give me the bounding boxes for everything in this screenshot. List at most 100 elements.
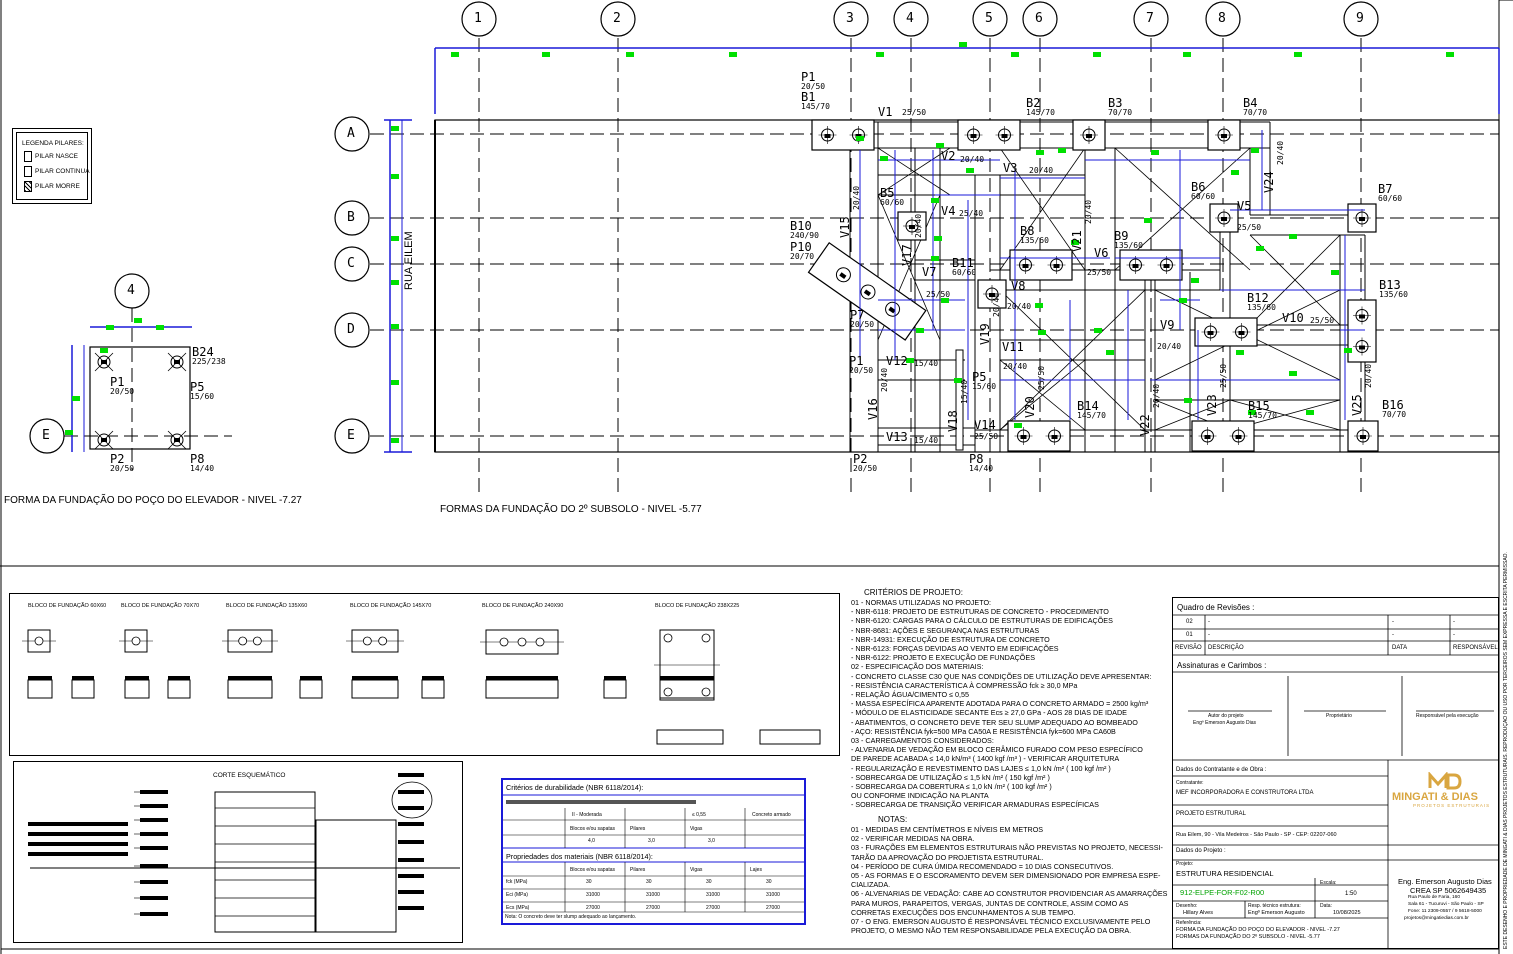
- schematic-label-bar: [398, 840, 424, 844]
- axis-col-label: 4: [906, 11, 914, 26]
- detail-pile: [535, 637, 545, 647]
- green-marker: [1183, 52, 1191, 57]
- schematic-label-bar: [28, 842, 128, 846]
- project-value: ESTRUTURA RESIDENCIAL: [1176, 869, 1274, 878]
- schematic-label-bar: [140, 880, 168, 884]
- schematic-label-bar: [140, 818, 168, 822]
- table-note: Nota: O concreto deve ter slump adequado…: [505, 914, 637, 920]
- table-cell: Vigas: [690, 826, 703, 832]
- green-marker: [1344, 348, 1352, 353]
- green-marker: [391, 280, 399, 285]
- axis-col-label: 3: [846, 11, 854, 26]
- beam-size: 20/40: [1276, 140, 1285, 165]
- beam-size: 25/50: [1219, 363, 1228, 388]
- detail-section-band: [28, 676, 52, 680]
- block-size: 225/238: [192, 357, 226, 366]
- green-marker: [1058, 148, 1066, 153]
- beam-size: 25/50: [926, 290, 951, 299]
- beam-size: 15/40: [914, 436, 939, 445]
- schematic-label-bar: [140, 912, 168, 916]
- block-size: 15/60: [972, 382, 997, 391]
- detail-pile: [34, 636, 44, 646]
- block-size: 15/60: [190, 392, 215, 401]
- schematic-label-bar: [140, 864, 168, 868]
- block-size: 14/40: [969, 464, 994, 473]
- beam-size: 20/40: [1007, 302, 1032, 311]
- green-marker: [1191, 278, 1199, 283]
- block-label: B8: [1020, 224, 1035, 238]
- schematic-label-bar: [28, 832, 128, 836]
- pillar-mark: [888, 306, 896, 314]
- beam-size: 15/40: [960, 379, 969, 404]
- contact-line: Sala 61 - Tucuruvi - São Paulo - SP: [1408, 902, 1484, 907]
- contact-line: projetos@mingatiedias.com.br: [1404, 916, 1469, 921]
- signature-caption: Proprietário: [1326, 713, 1352, 719]
- schematic-label-bar: [140, 804, 168, 808]
- drawn-value: Hillary Alves: [1183, 910, 1213, 916]
- slab-diagonal: [1154, 399, 1231, 431]
- detail-section: [759, 729, 821, 745]
- detail-pile: [131, 636, 141, 646]
- axis-bubble: [334, 312, 370, 348]
- axis-bubble: [1205, 1, 1241, 37]
- beam-size: 15/40: [914, 359, 939, 368]
- block-label: P1: [849, 354, 864, 368]
- schematic-label-bar: [140, 832, 168, 836]
- block-label: B6: [1191, 180, 1206, 194]
- axis-col-label: 6: [1035, 11, 1043, 26]
- owner-title: Dados do Contratante e de Obra :: [1176, 767, 1267, 773]
- green-marker: [391, 174, 399, 179]
- beam-label: V1: [878, 105, 893, 119]
- axis-bubble: [600, 1, 636, 37]
- criteria-line: OU CONFORME INDICAÇÃO NA PLANTA: [851, 791, 989, 801]
- table-cell: 30: [766, 879, 772, 885]
- green-marker: [959, 42, 967, 47]
- axis-col-label: 4: [127, 283, 135, 298]
- block-size: 70/70: [1108, 108, 1133, 117]
- block-size: 20/50: [853, 464, 878, 473]
- schematic-label-bar: [398, 806, 424, 810]
- table-cell: Pilares: [630, 867, 646, 873]
- note-line: TARÃO DA APROVAÇÃO DO PROJETISTA ESTRUTU…: [851, 852, 1044, 862]
- green-marker: [542, 52, 550, 57]
- project-data-title: Dados do Projeto :: [1176, 848, 1226, 854]
- revisions-title: Quadro de Revisões :: [1177, 603, 1255, 612]
- table-cell: 27000: [646, 905, 660, 911]
- green-marker: [106, 325, 114, 330]
- table-cell: Concreto armado: [752, 812, 791, 818]
- beam-size: 20/40: [852, 185, 861, 210]
- pillar-dies-icon: [24, 181, 32, 192]
- block-label: B13: [1379, 278, 1401, 292]
- scale-value: 1:50: [1345, 891, 1357, 897]
- axis-row-label: C: [347, 256, 355, 271]
- table-cell: Pilares: [630, 826, 646, 832]
- axis-bubble: [461, 1, 497, 37]
- green-marker: [1331, 270, 1339, 275]
- reference-line: FORMA DA FUNDAÇÃO DO POÇO DO ELEVADOR - …: [1176, 927, 1340, 933]
- table-cell: 30: [646, 879, 652, 885]
- criteria-line: - REGULARIZAÇÃO E REVESTIMENTO DAS LAJES…: [851, 763, 1111, 773]
- beam-size: 20/40: [880, 367, 889, 392]
- green-marker: [134, 318, 142, 323]
- axis-row-label: E: [42, 428, 50, 443]
- green-marker: [1306, 410, 1314, 415]
- green-marker: [65, 430, 73, 435]
- schematic-label-bar: [398, 858, 424, 862]
- detail-pile: [663, 633, 673, 643]
- legend-item: PILAR MORRE: [35, 183, 80, 190]
- note-line: CORRETAS EXECUÇÕES DOS ENCUNHAMENTOS A S…: [851, 907, 1076, 917]
- beam-label: V8: [1011, 279, 1026, 293]
- axis-bubble: [334, 418, 370, 454]
- axis-row-label: B: [347, 210, 355, 225]
- contractor-label: Contratante:: [1176, 780, 1204, 786]
- beam-size: 20/40: [1084, 199, 1093, 224]
- block-label: B12: [1247, 291, 1269, 305]
- wall-hatch: [955, 349, 964, 451]
- pile-cap: [1347, 420, 1379, 452]
- detail-section-band: [352, 676, 398, 680]
- criteria-line: - RELAÇÃO ÁGUA/CIMENTO ≤ 0,55: [851, 690, 970, 699]
- axis-row-label: E: [347, 428, 355, 443]
- schematic-label-bar: [140, 846, 168, 850]
- beam-label: V24: [1262, 171, 1276, 193]
